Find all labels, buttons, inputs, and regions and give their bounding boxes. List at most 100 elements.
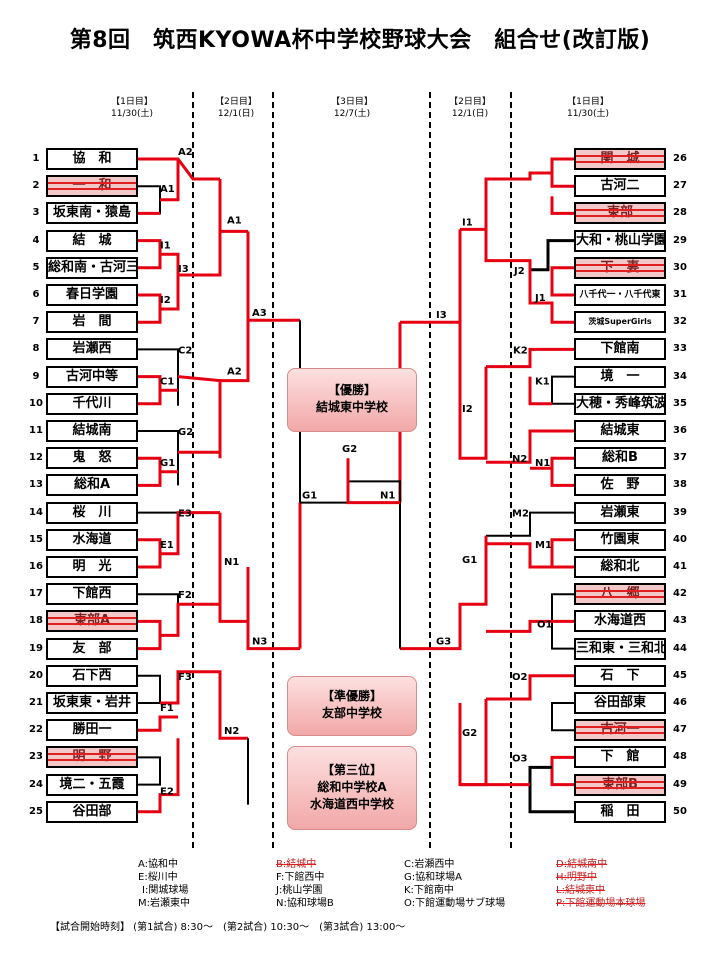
header-date: 12/1(日)	[451, 109, 489, 119]
bracket-line	[138, 538, 162, 569]
team-box: 坂東南・猿島	[46, 202, 138, 225]
bracket-line	[460, 699, 488, 787]
team-box: 石下西	[46, 664, 138, 687]
team-number: 47	[673, 724, 687, 736]
bracket-line	[160, 252, 180, 297]
team-number: 48	[673, 751, 687, 763]
bracket-line	[160, 265, 180, 311]
bracket-line	[510, 171, 552, 181]
bracket-line	[486, 674, 574, 701]
match-label: I3	[178, 264, 189, 275]
match-label: K1	[535, 377, 550, 388]
legend-item: F:下館西中	[276, 872, 325, 883]
match-label: I3	[436, 310, 447, 321]
match-label: J1	[534, 293, 546, 304]
team-number: 28	[673, 207, 687, 219]
team-box: 鬼 怒	[46, 447, 138, 470]
team-box: 八 郷	[574, 583, 666, 606]
bracket-line	[486, 347, 574, 369]
team-box: 一 和	[46, 175, 138, 198]
team-number: 26	[673, 153, 687, 164]
team-number: 8	[32, 343, 40, 355]
team-number: 10	[29, 397, 43, 409]
match-label: O1	[537, 619, 553, 630]
team-box: 下 館	[574, 746, 666, 769]
runner-up-title: 【準優勝】	[321, 689, 382, 703]
team-box: 明 野	[46, 746, 138, 769]
match-label: A2	[227, 367, 242, 378]
legend-item: J:桃山学園	[276, 885, 323, 896]
team-number: 29	[673, 234, 687, 246]
bracket-line	[458, 322, 488, 460]
team-box: 古河一	[574, 719, 666, 742]
bracket-line	[486, 619, 574, 633]
team-number: 22	[29, 724, 43, 736]
team-number: 49	[673, 778, 687, 790]
team-box: 結城南	[46, 420, 138, 442]
team-box: 古河二	[574, 175, 666, 198]
team-number: 36	[673, 425, 687, 436]
team-number: 41	[673, 561, 687, 572]
team-box: 谷田部東	[574, 692, 666, 714]
team-number: 50	[673, 805, 687, 817]
team-box: 佐 野	[574, 474, 666, 497]
match-label: E3	[178, 509, 192, 520]
header-label: 【1日目】	[111, 97, 153, 107]
bracket-line	[138, 619, 162, 651]
header-left-day1: 【1日目】 11/30(土)	[72, 96, 192, 120]
third-place-box: 【第三位】 総和中学校A 水海道西中学校	[287, 746, 417, 830]
team-box: 茨城SuperGirls	[574, 311, 666, 334]
team-box: 桜 川	[46, 501, 138, 524]
bracket-line	[530, 239, 574, 272]
team-number: 17	[29, 588, 43, 600]
legend-item: N:協和球場B	[276, 898, 334, 909]
bracket-line	[484, 229, 574, 324]
bracket-line	[550, 755, 574, 787]
bracket-line	[160, 511, 220, 556]
team-box: 下館南	[574, 338, 666, 361]
header-label: 【1日目】	[567, 97, 609, 107]
match-label: N1	[224, 557, 239, 568]
team-number: 37	[673, 452, 687, 464]
team-number: 32	[673, 316, 687, 328]
team-box: 総和A	[46, 474, 138, 497]
bracket-line	[486, 542, 552, 569]
match-label: F3	[178, 672, 192, 683]
match-label: A2	[178, 147, 193, 158]
team-box: 総和B	[574, 447, 666, 470]
match-label: K2	[513, 345, 528, 356]
legend-item: D:結城南中	[556, 859, 608, 870]
header-right-day2: 【2日目】 12/1(日)	[410, 96, 530, 120]
team-box: 稲 田	[574, 800, 666, 823]
legend-item: H:明野中	[556, 872, 597, 883]
bracket-line	[138, 348, 179, 406]
team-number: 4	[32, 234, 40, 246]
legend-item: E:桜川中	[138, 872, 178, 883]
runner-up-box: 【準優勝】 友部中学校	[287, 676, 417, 736]
bracket-line	[160, 602, 220, 637]
match-label: J2	[513, 266, 525, 277]
bracket-line	[138, 430, 179, 486]
match-label: E2	[160, 787, 174, 798]
header-date: 11/30(土)	[111, 109, 153, 119]
legend-item: O:下館運動場サブ球場	[404, 898, 506, 909]
bracket-line	[160, 670, 248, 740]
team-box: 大和・桃山学園	[574, 229, 666, 252]
team-box: 境二・五霞	[46, 773, 138, 796]
team-box: 岩 間	[46, 311, 138, 334]
match-label: M1	[535, 540, 552, 551]
match-label: O2	[512, 672, 528, 683]
team-box: 結城東	[574, 420, 666, 442]
team-number: 12	[29, 452, 43, 464]
legend-item: B:結城中	[276, 859, 317, 870]
match-label: N1	[380, 491, 395, 502]
legend-item: A:協和中	[138, 859, 179, 870]
legend-item: P:下館運動場本球場	[556, 898, 646, 909]
match-label: A1	[227, 215, 242, 226]
team-box: 下館西	[46, 583, 138, 606]
bracket-line	[551, 375, 574, 405]
team-box: 勝田一	[46, 719, 138, 742]
venue-legend: A:協和中 E:桜川中 I:関城球場 M:岩瀬東中 B:結城中 F:下館西中 J…	[0, 858, 720, 918]
team-number: 35	[673, 397, 687, 409]
bracket-line	[458, 703, 530, 787]
